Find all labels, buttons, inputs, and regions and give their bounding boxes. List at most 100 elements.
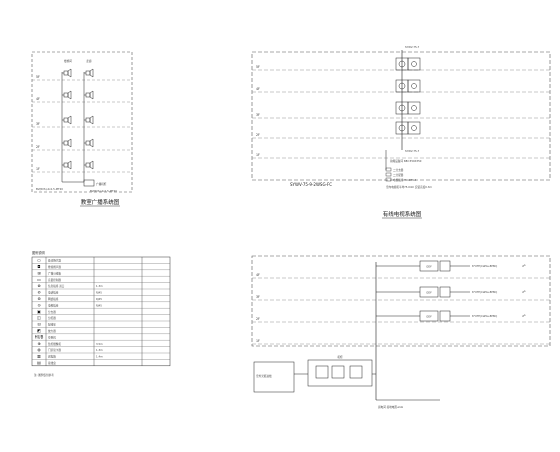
legend-name: 分支器 xyxy=(48,310,56,314)
catv-outlet-box xyxy=(407,79,421,93)
tv-outlet-icon xyxy=(411,105,417,111)
broadcast-floor-label: 5F xyxy=(36,75,40,79)
catv-splitter-symbol xyxy=(398,60,406,68)
data-outlet-icon: ☍ xyxy=(522,290,526,294)
legend-name: 监控摄像机 xyxy=(48,342,61,346)
catv-tap-symbol xyxy=(398,82,406,90)
legend-spec: 1.3m xyxy=(96,284,103,288)
tv-outlet-icon xyxy=(411,83,417,89)
catv-tap-symbol xyxy=(398,124,406,132)
data-branch-label: 6*UTP(Cat5e-8P8C) xyxy=(472,290,497,294)
broadcast-cable-right: BV(RVS)-2x1.5-MT20 xyxy=(90,189,117,193)
legend-symbol: ⊗ xyxy=(37,283,40,288)
legend-symbol: ▭ xyxy=(37,277,41,282)
legend-symbol: ⊘ xyxy=(37,290,40,295)
data-floor-label: 3F xyxy=(256,295,260,299)
catv-floor-label: 3F xyxy=(256,113,260,117)
legend-name: 分配器 xyxy=(48,316,56,320)
rack-label: 机柜 xyxy=(337,355,343,359)
data-outlet-icon: ☍ xyxy=(522,264,526,268)
stair-speaker-cone xyxy=(67,115,72,125)
legend-symbol: ◍ xyxy=(37,347,41,352)
legend-name: 广播分线箱 xyxy=(48,271,61,275)
rack-module xyxy=(331,365,345,379)
broadcast-title: 教室广播系统图 xyxy=(81,198,120,206)
data-floor-box xyxy=(419,310,439,322)
catv-tap-symbol xyxy=(398,104,406,112)
legend-name: 配线架 xyxy=(48,323,56,327)
legend-name: 电话插座 xyxy=(48,291,59,295)
rack-module xyxy=(349,365,363,379)
data-branch-label: 6*UTP(Cat5e-8P8C) xyxy=(472,314,497,318)
data-floor-box xyxy=(419,286,439,298)
legend-name: 门禁读卡器 xyxy=(48,348,61,352)
catv-floor-label: 4F xyxy=(256,87,260,91)
stair-speaker-cone xyxy=(67,68,72,78)
catv-legend-swatch xyxy=(385,177,392,182)
entry-label: 室外光缆进线 xyxy=(256,374,272,378)
corridor-speaker xyxy=(85,140,91,146)
catv-cable-spec: SYWV-75-9-2WSG-FC xyxy=(290,182,332,187)
data-branch-label: 6*UTP(Cat5e-8P8C) xyxy=(472,264,497,268)
stair-speaker xyxy=(63,117,69,123)
legend-name: 放大器 xyxy=(48,329,56,333)
catv-note: 室内电视机平均75.0dm 安装高度0.3m xyxy=(386,185,432,189)
broadcast-floor-label: 1F xyxy=(36,167,40,171)
corridor-speaker-cone xyxy=(89,90,94,100)
data-floor-label: 2F xyxy=(256,317,260,321)
legend-name: 电视插座 xyxy=(48,303,59,307)
legend-symbol: HUB xyxy=(35,334,44,339)
catv-outlet-box xyxy=(407,101,421,115)
data-switch-box xyxy=(439,260,451,272)
broadcast-source-box xyxy=(83,179,95,187)
data-switch-box xyxy=(439,310,451,322)
data-floor-box xyxy=(419,260,439,272)
catv-floor-label: 5F xyxy=(256,65,260,69)
broadcast-floor-label: 3F xyxy=(36,122,40,126)
data-switch-box xyxy=(439,286,451,298)
catv-legend-swatch xyxy=(385,167,392,172)
catv-frame xyxy=(251,51,551,181)
corridor-speaker xyxy=(85,70,91,76)
legend-name: 音量控制器 xyxy=(48,278,61,282)
legend-name: 吸顶扬声器 xyxy=(48,259,61,263)
corridor-speaker-cone xyxy=(89,115,94,125)
stair-speaker-cone xyxy=(67,160,72,170)
legend-symbol: ▤ xyxy=(37,360,41,365)
catv-legend-swatch xyxy=(385,172,392,177)
legend-name: 网络插座 xyxy=(48,297,59,301)
data-outlet-icon: ☍ xyxy=(522,314,526,318)
broadcast-system-diagram: 楼梯间走廊5F4F3F2F1F广播机柜BV(RVS)-2x1.5-MT20BV(… xyxy=(31,51,133,193)
legend-spec: 1.4m xyxy=(96,355,103,359)
entry-box xyxy=(253,361,295,393)
legend-spec: RJ45 xyxy=(96,297,102,301)
legend-symbol: ▣ xyxy=(37,309,41,314)
legend-symbol: ◘ xyxy=(37,264,40,269)
corridor-speaker-cone xyxy=(89,68,94,78)
broadcast-col-header: 楼梯间 xyxy=(64,59,72,63)
corridor-speaker xyxy=(85,92,91,98)
legend-table-frame xyxy=(31,256,171,367)
legend-name: 壁挂扬声器 xyxy=(48,265,61,269)
stair-speaker-cone xyxy=(67,138,72,148)
catv-entry-label: 前端设备间 NB=350X350 xyxy=(390,159,422,163)
legend-name: 交换机 xyxy=(48,335,56,339)
legend-symbol: ⊚ xyxy=(37,296,40,301)
legend-spec: RJ45 xyxy=(96,303,102,307)
catv-legend-item: 二分支器 xyxy=(393,168,404,172)
data-bottom-note: 弱电间 接地电阻≤1Ω xyxy=(378,405,403,409)
legend-symbol: ⊙ xyxy=(37,302,40,307)
stair-speaker xyxy=(63,70,69,76)
legend-table-title: 图例说明 xyxy=(32,250,45,255)
legend-footnote: 注: 图例仅供参考 xyxy=(34,373,54,377)
corridor-speaker xyxy=(85,162,91,168)
tv-outlet-icon xyxy=(411,125,417,131)
corridor-speaker-cone xyxy=(89,138,94,148)
legend-symbol: ◫ xyxy=(37,315,41,320)
broadcast-cable-left: BV(RVS)-2x1.5-MT20 xyxy=(36,187,63,191)
catv-floor-label: 2F xyxy=(256,133,260,137)
broadcast-frame xyxy=(31,51,133,193)
